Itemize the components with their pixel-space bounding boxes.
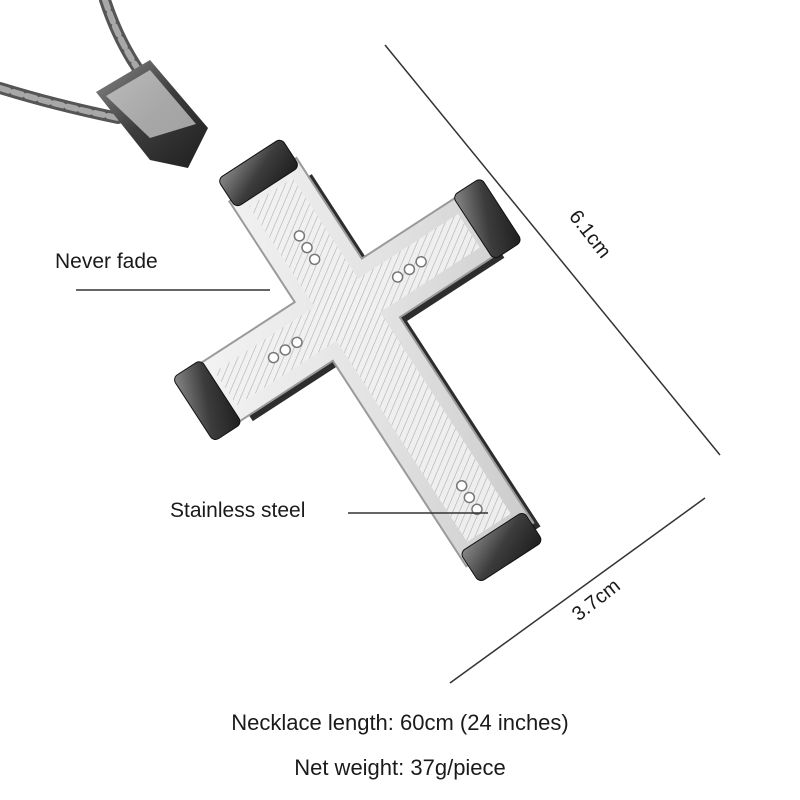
width-label: 3.7cm (568, 575, 624, 626)
net-weight-text: Net weight: 37g/piece (294, 755, 506, 780)
cross-pendant (174, 139, 542, 582)
stainless-steel-label: Stainless steel (170, 499, 306, 522)
gem-stones (267, 230, 483, 516)
pendant-bail (96, 60, 208, 168)
end-caps (174, 139, 542, 582)
height-dimension-line (384, 44, 721, 456)
necklace-length-text: Necklace length: 60cm (24 inches) (231, 710, 569, 735)
chain (0, 0, 146, 124)
never-fade-label: Never fade (55, 250, 158, 273)
width-dimension-line (449, 497, 706, 684)
height-label: 6.1cm (564, 206, 615, 262)
